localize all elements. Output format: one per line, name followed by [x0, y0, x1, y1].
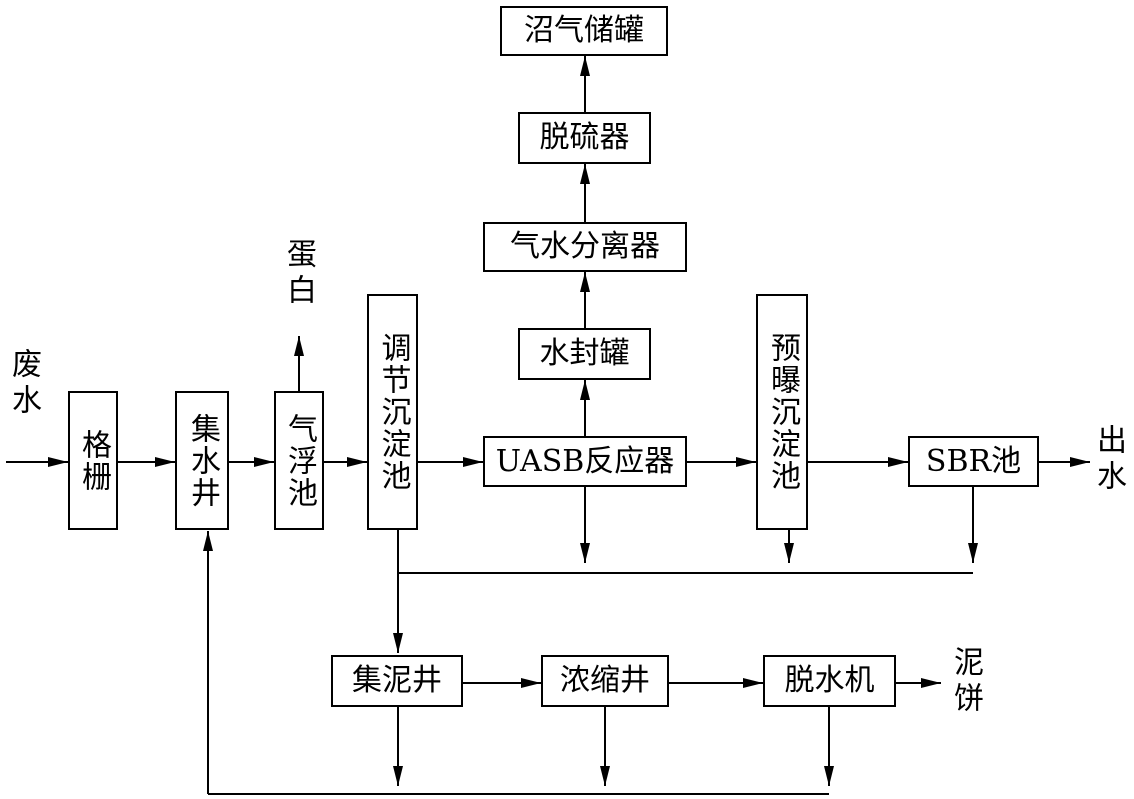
- desulfurizer-box: 脱硫器: [518, 112, 651, 164]
- protein-label: 蛋白: [281, 238, 316, 310]
- pre-aeration-tank-box: 预曝沉淀池: [756, 294, 808, 530]
- uasb-box: UASB反应器: [483, 436, 687, 487]
- water-seal-tank-box: 水封罐: [518, 328, 651, 380]
- gas-water-separator-box: 气水分离器: [483, 222, 687, 272]
- thickening-well-box: 浓缩井: [541, 655, 669, 707]
- regulating-tank-box: 调节沉淀池: [367, 294, 418, 530]
- collection-well-box: 集水井: [175, 391, 229, 530]
- wastewater-label: 废水: [6, 348, 41, 420]
- effluent-label: 出水: [1091, 424, 1126, 496]
- dewatering-machine-box: 脱水机: [763, 655, 896, 707]
- sludge-well-box: 集泥井: [331, 655, 463, 707]
- sbr-box: SBR池: [908, 436, 1039, 487]
- air-flotation-box: 气浮池: [274, 391, 324, 530]
- sludge-cake-label: 泥饼: [948, 646, 983, 718]
- grid-box: 格栅: [68, 391, 118, 530]
- biogas-tank-box: 沼气储罐: [500, 6, 668, 56]
